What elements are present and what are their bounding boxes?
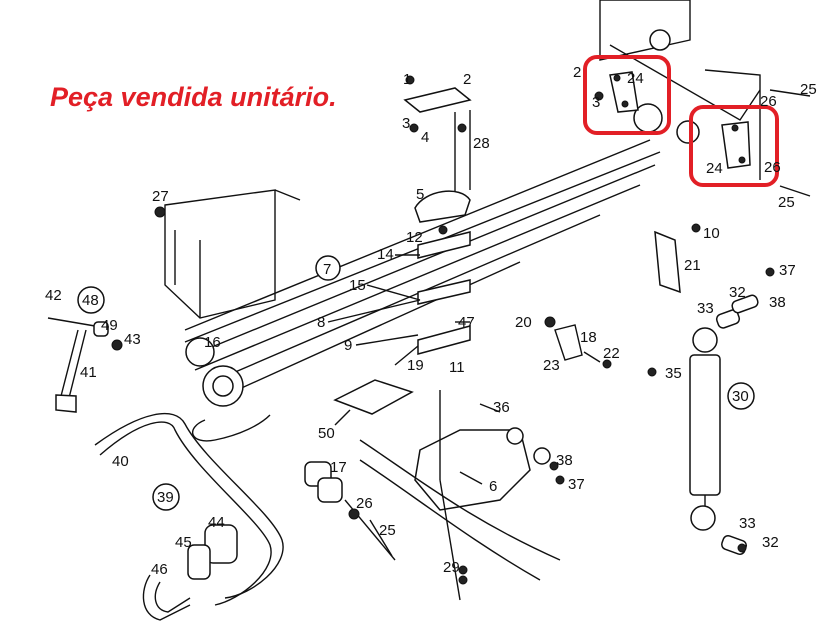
label-10: 10: [703, 225, 720, 242]
label-46: 46: [151, 561, 168, 578]
label-25b: 25: [800, 81, 817, 98]
stabilizer-bar: [94, 412, 284, 621]
label-47: 47: [458, 314, 475, 331]
label-22: 22: [603, 345, 620, 362]
label-26c: 26: [764, 159, 781, 176]
label-38b: 38: [769, 294, 786, 311]
label-24b: 24: [706, 160, 723, 177]
label-33b: 33: [739, 515, 756, 532]
label-38: 38: [556, 452, 573, 469]
label-23: 23: [543, 357, 560, 374]
label-26: 26: [356, 495, 373, 512]
label-29: 29: [443, 559, 460, 576]
shock-absorber: [689, 294, 759, 556]
label-32b: 32: [762, 534, 779, 551]
label-35: 35: [665, 365, 682, 382]
label-45: 45: [175, 534, 192, 551]
label-3: 3: [402, 115, 410, 132]
label-11: 11: [449, 359, 465, 376]
label-32: 32: [729, 284, 746, 301]
label-15: 15: [349, 277, 366, 294]
bracket-21: [554, 230, 681, 361]
label-3b: 3: [592, 94, 600, 111]
label-37b: 37: [779, 262, 796, 279]
label-12: 12: [406, 229, 423, 246]
label-50: 50: [318, 425, 335, 442]
fasteners: [154, 75, 811, 585]
label-48: 48: [82, 292, 99, 309]
label-14: 14: [377, 246, 394, 263]
shackle-plates: [609, 71, 751, 169]
bushing-17: [304, 461, 396, 561]
stabilizer-link: [47, 317, 123, 413]
circled-labels: [77, 255, 755, 511]
label-49: 49: [101, 317, 118, 334]
label-4: 4: [421, 129, 429, 146]
label-9: 9: [344, 337, 352, 354]
label-7: 7: [323, 261, 331, 278]
label-1: 1: [403, 71, 411, 88]
label-25: 25: [379, 522, 396, 539]
frame-rail-left: [164, 189, 301, 319]
label-30: 30: [732, 388, 749, 405]
label-37: 37: [568, 476, 585, 493]
label-36: 36: [493, 399, 510, 416]
label-24a: 24: [627, 70, 644, 87]
label-5: 5: [416, 186, 424, 203]
label-43: 43: [124, 331, 141, 348]
label-33: 33: [697, 300, 714, 317]
u-bolt-and-pads: [333, 87, 472, 415]
label-44: 44: [208, 514, 225, 531]
label-6: 6: [489, 478, 497, 495]
label-17: 17: [330, 459, 347, 476]
frame-top-right: [599, 0, 761, 180]
label-41: 41: [80, 364, 97, 381]
label-40: 40: [112, 453, 129, 470]
label-39: 39: [157, 489, 174, 506]
label-42: 42: [45, 287, 62, 304]
label-27: 27: [152, 188, 169, 205]
note-sold-individually: Peça vendida unitário.: [50, 82, 337, 112]
highlight-box-right: [689, 105, 779, 187]
highlight-box-left: [583, 55, 671, 135]
leader-lines: [327, 254, 483, 485]
label-8: 8: [317, 314, 325, 331]
leaf-spring-assembly: [184, 103, 700, 442]
label-16: 16: [204, 334, 221, 351]
label-28: 28: [473, 135, 490, 152]
label-25c: 25: [778, 194, 795, 211]
part-labels: 1 2 3 4 28 5 12 14 7 15 8 9 47 19 11 50 …: [45, 64, 817, 578]
label-18: 18: [580, 329, 597, 346]
label-26b: 26: [760, 93, 777, 110]
axle-bracket: [359, 390, 561, 601]
label-2: 2: [463, 71, 471, 88]
label-19: 19: [407, 357, 424, 374]
label-21: 21: [684, 257, 701, 274]
label-20: 20: [515, 314, 532, 331]
label-2b: 2: [573, 64, 581, 81]
